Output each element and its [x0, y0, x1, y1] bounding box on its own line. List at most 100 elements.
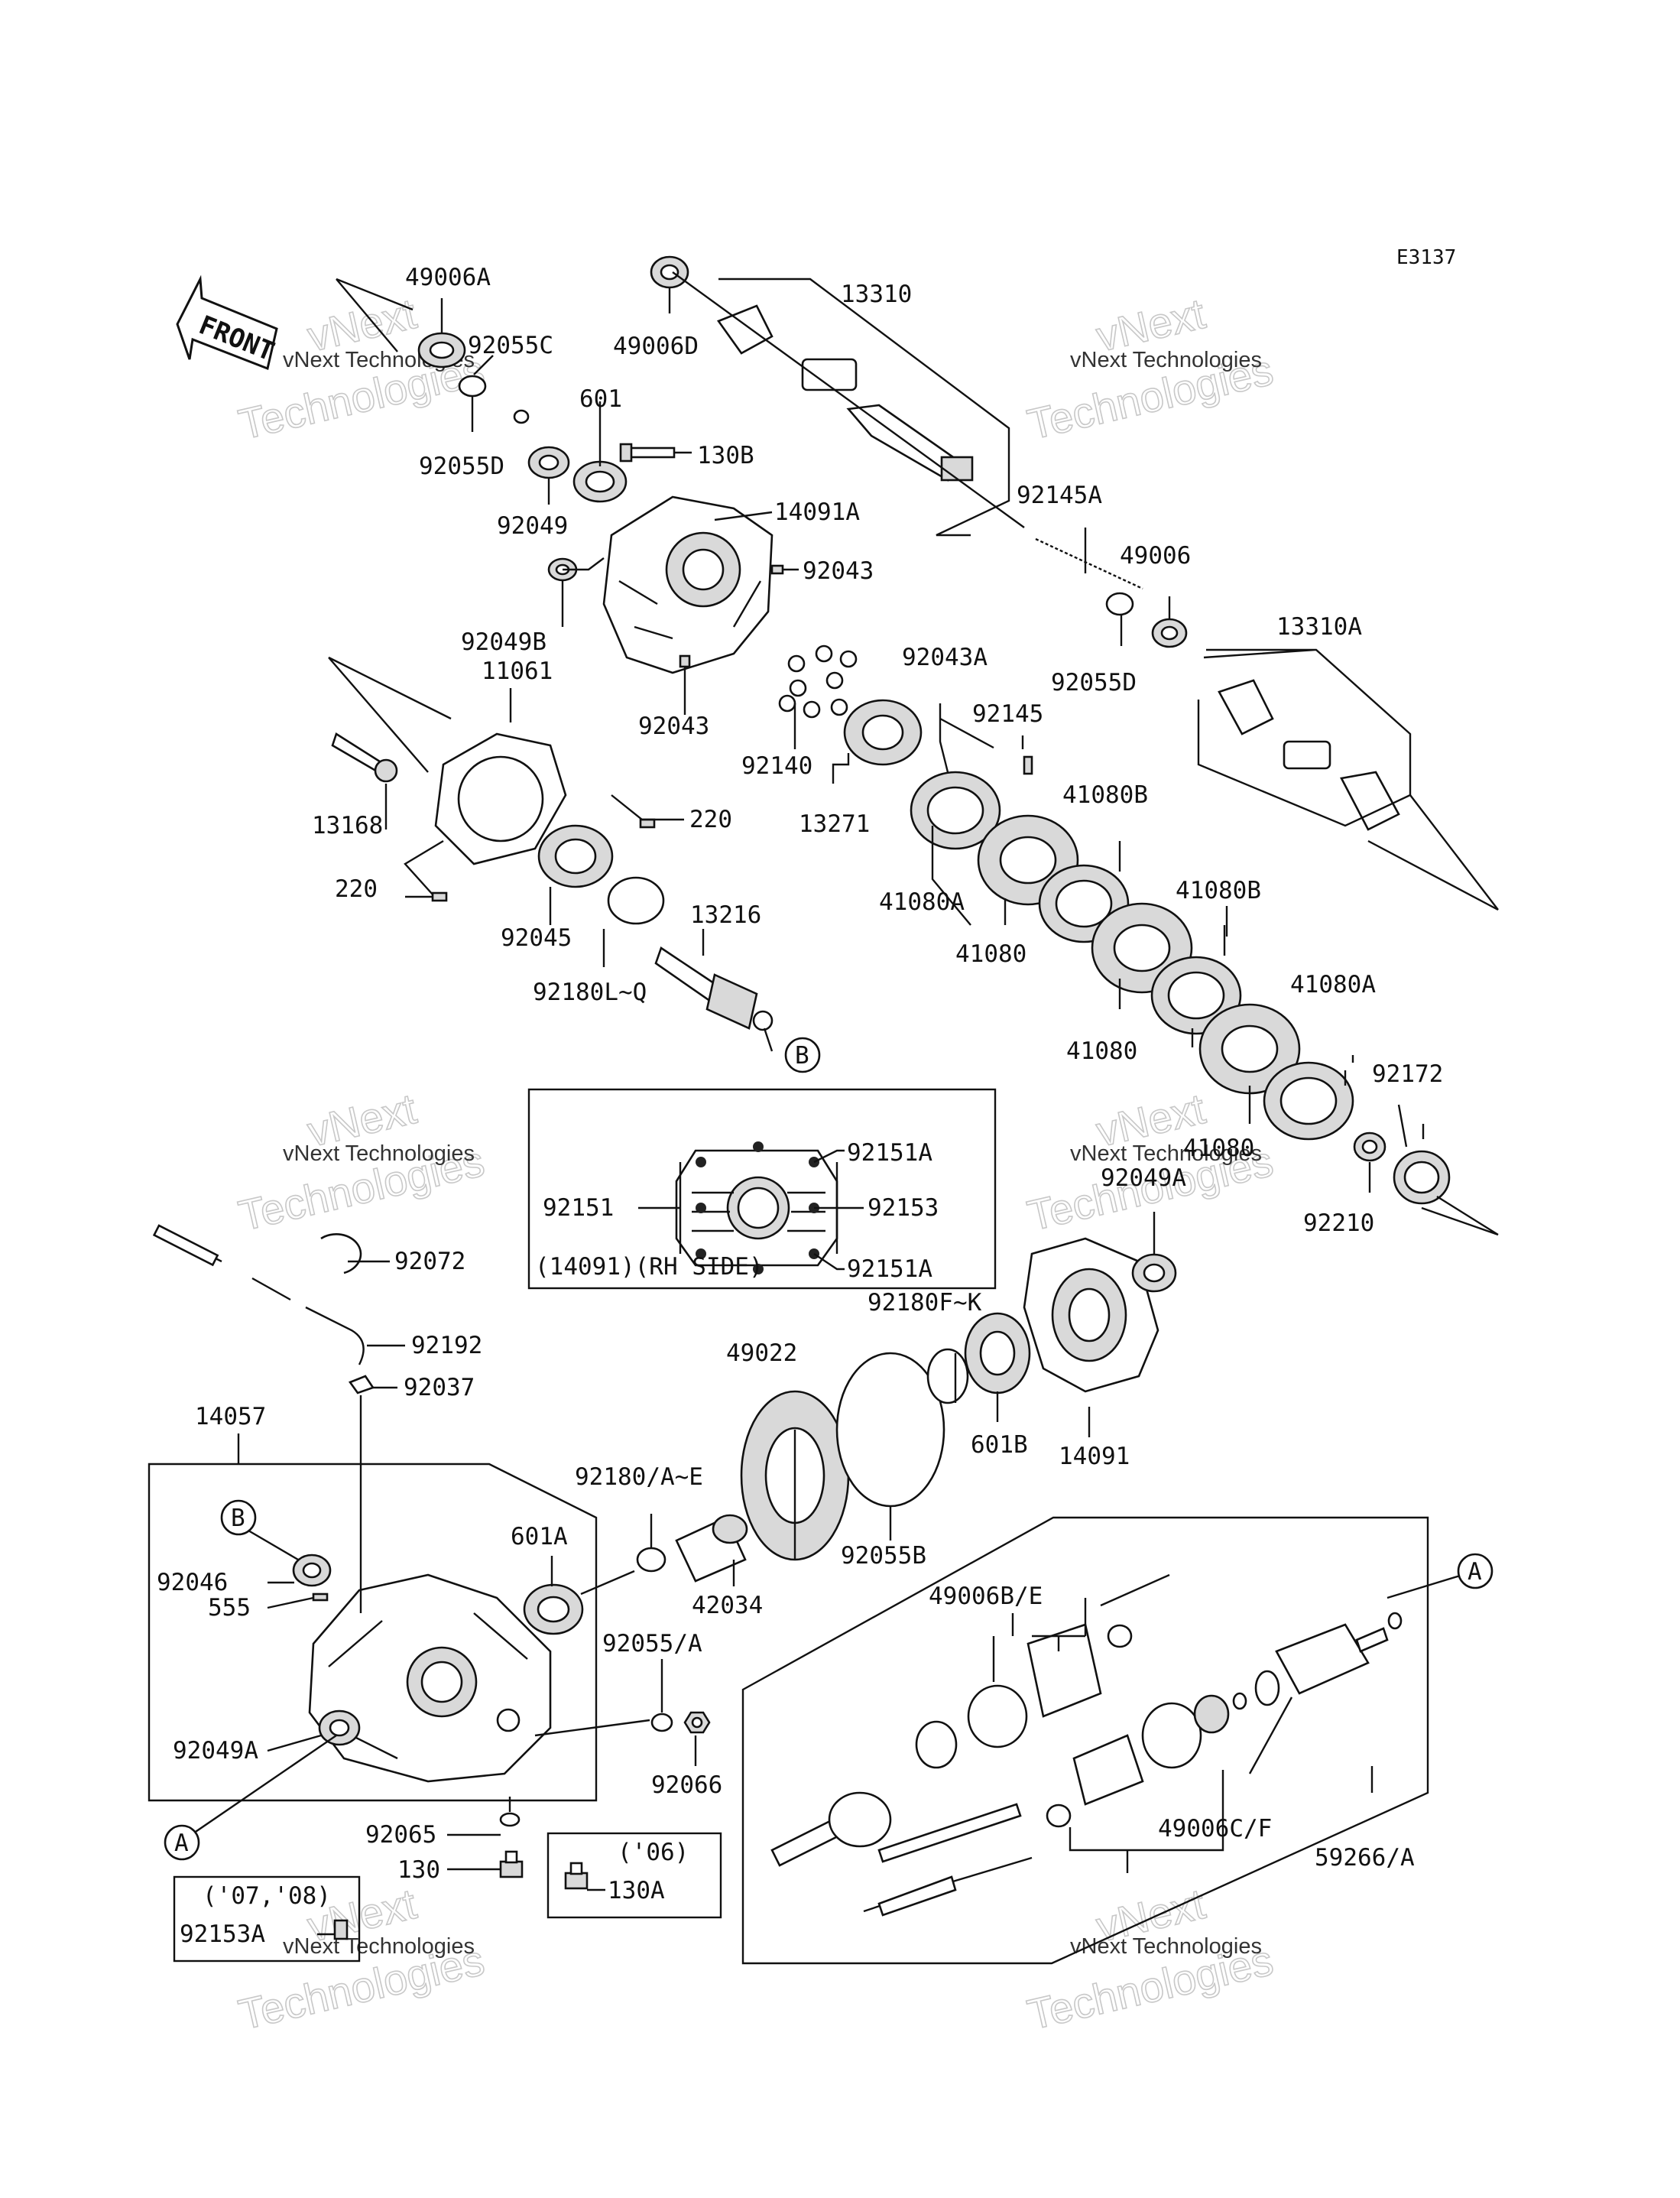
- part-49006-shape: [1151, 618, 1188, 648]
- svg-text:vNext Technologies: vNext Technologies: [1070, 1934, 1262, 1959]
- part-601B-shape: [964, 1312, 1031, 1394]
- part-92180AE-shape: [636, 1547, 666, 1573]
- part-59266A-shape: [770, 1612, 1403, 1917]
- label-13310A: 13310A: [1276, 613, 1362, 641]
- part-92037-shape: [348, 1375, 375, 1394]
- inset-label-92151: 92151: [543, 1194, 614, 1222]
- callout-B-top: B: [784, 1037, 821, 1073]
- label-49022: 49022: [726, 1339, 797, 1367]
- label-92153A: 92153A: [180, 1920, 265, 1948]
- part-92145-shape: [1023, 755, 1033, 775]
- part-14091A-shape: [602, 495, 774, 674]
- label-13271: 13271: [799, 810, 870, 838]
- inset-caption-rh: (14091)(RH SIDE): [535, 1253, 764, 1281]
- label-92180LQ: 92180L~Q: [533, 979, 647, 1006]
- svg-text:B: B: [231, 1505, 245, 1532]
- part-92065-shape: [499, 1812, 521, 1827]
- part-92180FK-shape: [926, 1348, 969, 1404]
- label-92043-upper: 92043: [803, 557, 874, 585]
- label-92066: 92066: [651, 1771, 722, 1799]
- part-130B-shape: [619, 443, 676, 463]
- upper-assembly: [331, 255, 1451, 1205]
- part-14057-housing-shape: [308, 1573, 552, 1783]
- label-14057: 14057: [195, 1403, 266, 1430]
- part-14057-frame: [148, 1463, 598, 1802]
- label-49006D: 49006D: [613, 333, 699, 360]
- part-13168-shape: [331, 732, 398, 783]
- label-41080B-upper: 41080B: [1062, 781, 1148, 809]
- label-41080A-lower: 41080A: [1290, 971, 1376, 998]
- rh-cover-shape: [675, 1149, 838, 1267]
- bolt-130A-icon: [564, 1862, 589, 1890]
- label-49006CF: 49006C/F: [1158, 1815, 1272, 1842]
- part-13310A-shape: [1218, 679, 1400, 831]
- label-92180AE: 92180/A~E: [575, 1463, 703, 1491]
- part-220-lower-shape: [431, 891, 448, 902]
- label-92210: 92210: [1303, 1209, 1374, 1237]
- part-92043A-shape: [939, 717, 994, 749]
- diagram-code: E3137: [1396, 246, 1456, 269]
- label-92055D-right: 92055D: [1051, 669, 1137, 696]
- label-130A: 130A: [608, 1877, 665, 1904]
- svg-text:vNext Technologies: vNext Technologies: [1070, 1141, 1262, 1166]
- label-92045: 92045: [501, 924, 572, 952]
- label-92140: 92140: [741, 752, 812, 780]
- part-92055D-right-shape: [1105, 592, 1134, 616]
- part-41080-lower-shape: [1198, 1003, 1301, 1095]
- label-92043A: 92043A: [902, 644, 988, 671]
- part-92045-shape: [537, 824, 614, 888]
- part-92049A-upper-shape: [1131, 1253, 1177, 1293]
- part-92172-shape: [1393, 1150, 1451, 1205]
- inset-07-08-caption: ('07,'08): [203, 1882, 331, 1910]
- svg-text:B: B: [795, 1042, 809, 1070]
- part-92046-shape: [292, 1554, 332, 1587]
- part-92210-shape: [1353, 1131, 1386, 1162]
- label-59266A: 59266/A: [1315, 1844, 1415, 1872]
- part-92180LQ-shape: [607, 876, 665, 925]
- part-601A-shape: [523, 1583, 584, 1635]
- part-130-shape: [499, 1850, 524, 1878]
- front-arrow-icon: FRONT: [176, 274, 279, 371]
- label-92055C: 92055C: [468, 332, 553, 359]
- label-92145A: 92145A: [1017, 482, 1102, 509]
- label-92049A-lower: 92049A: [173, 1737, 258, 1765]
- lower-assembly: [148, 1224, 1429, 1965]
- label-42034: 42034: [692, 1592, 763, 1619]
- part-42034-shape: [675, 1514, 748, 1583]
- part-92043-shape: [770, 564, 784, 575]
- label-92065: 92065: [365, 1821, 436, 1849]
- part-92049-shape: [527, 446, 570, 479]
- part-92043-lower-shape: [679, 654, 691, 668]
- part-92049A-lower-shape: [318, 1709, 361, 1746]
- label-92172: 92172: [1372, 1060, 1443, 1088]
- label-49006: 49006: [1120, 542, 1191, 570]
- bolt-92153A-icon: [333, 1919, 349, 1940]
- inset-label-92151A-bottom: 92151A: [847, 1255, 932, 1283]
- label-92055D: 92055D: [419, 453, 504, 480]
- part-49006D-shape: [650, 255, 689, 289]
- svg-text:A: A: [1468, 1558, 1482, 1586]
- part-601-shape: [572, 460, 628, 503]
- part-13271-shape: [843, 699, 923, 766]
- label-92037: 92037: [404, 1374, 475, 1401]
- label-13310: 13310: [841, 281, 912, 308]
- leader-lines: [190, 271, 1499, 1873]
- label-92145: 92145: [972, 700, 1043, 728]
- label-555: 555: [208, 1594, 251, 1622]
- label-92180FK: 92180F~K: [868, 1289, 982, 1317]
- label-13216: 13216: [690, 901, 761, 929]
- label-41080B-lower: 41080B: [1176, 877, 1261, 904]
- label-92055B: 92055B: [841, 1542, 926, 1570]
- inset-07-08: ('07,'08) 92153A: [173, 1875, 361, 1963]
- part-11061-shape: [434, 732, 567, 865]
- part-13216-shape: [654, 946, 774, 1031]
- label-49006A: 49006A: [405, 264, 491, 291]
- label-92046: 92046: [157, 1569, 228, 1596]
- callout-A-left: A: [164, 1824, 200, 1861]
- svg-text:vNext Technologies: vNext Technologies: [1070, 348, 1262, 372]
- inset-label-92153: 92153: [868, 1194, 939, 1222]
- part-92072-shape: [320, 1233, 362, 1274]
- part-13310-shape: [716, 304, 974, 482]
- part-220-upper-shape: [639, 818, 656, 829]
